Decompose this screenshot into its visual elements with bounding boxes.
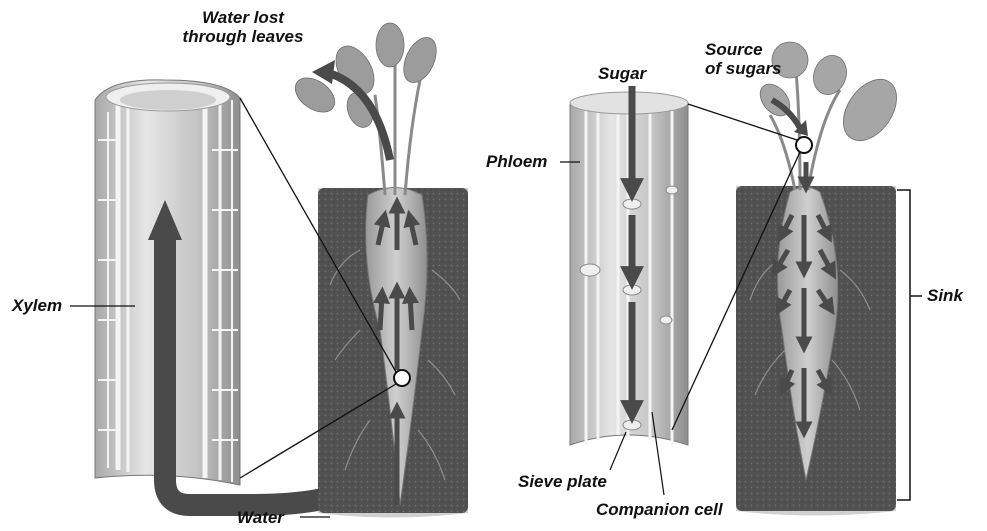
water-label: Water xyxy=(237,508,284,527)
sieve-plate-leader xyxy=(610,432,626,470)
water-lost-line-2: through leaves xyxy=(168,27,318,46)
leaves-left xyxy=(289,23,443,195)
water-lost-label: Water lost through leaves xyxy=(168,8,318,46)
xylem-zoom-circle xyxy=(394,370,410,386)
xylem-label: Xylem xyxy=(12,296,62,315)
source-line-1: Source xyxy=(705,40,782,59)
phloem-zoom-circle xyxy=(796,137,812,153)
phloem-label: Phloem xyxy=(486,152,547,171)
sugar-label: Sugar xyxy=(598,64,646,83)
source-label: Source of sugars xyxy=(705,40,782,78)
sieve-plate-label: Sieve plate xyxy=(518,472,607,491)
sink-bracket xyxy=(897,190,922,500)
source-line-2: of sugars xyxy=(705,59,782,78)
sink-label: Sink xyxy=(927,286,963,305)
water-lost-line-1: Water lost xyxy=(168,8,318,27)
companion-cell-label: Companion cell xyxy=(596,500,723,519)
